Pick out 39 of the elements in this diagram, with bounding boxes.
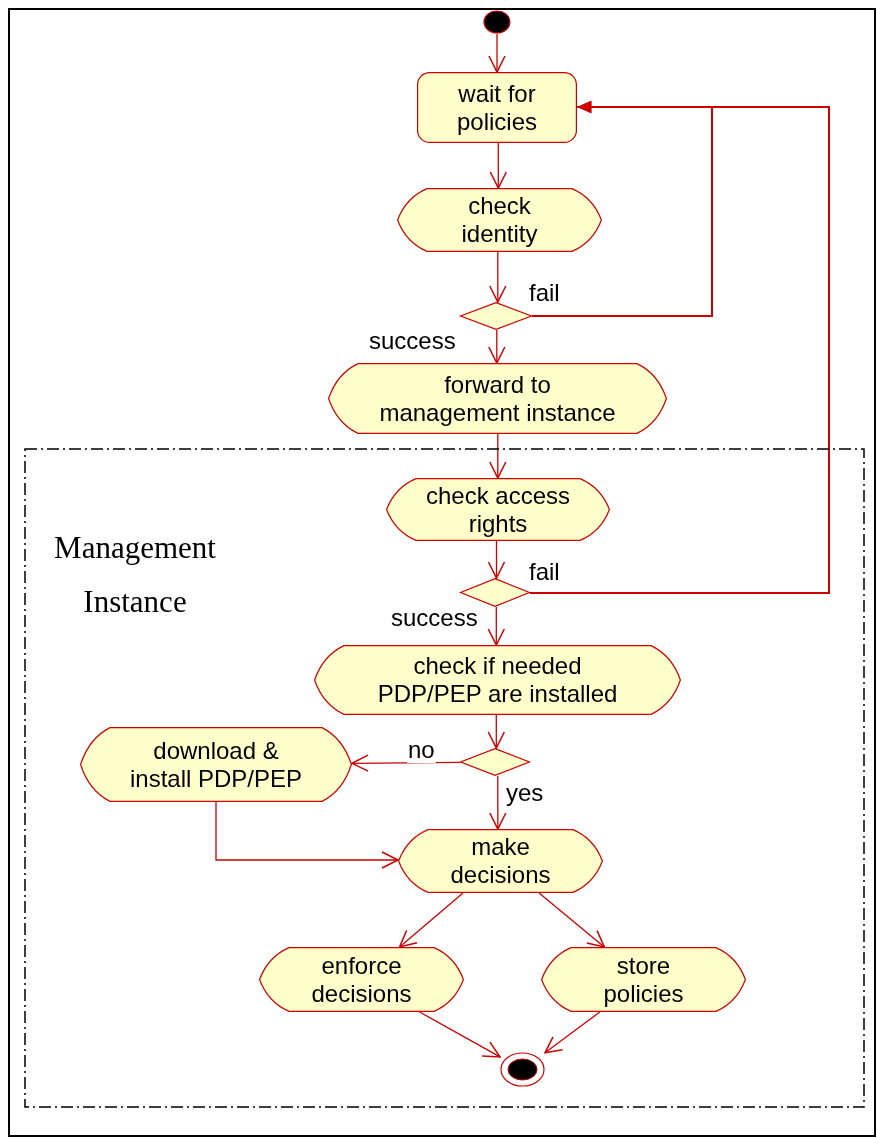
action-box — [417, 72, 577, 143]
arrow — [489, 775, 507, 830]
activity-box — [314, 645, 681, 715]
activity-box — [80, 727, 352, 802]
arrow — [488, 329, 506, 364]
decision-diamond — [460, 748, 530, 776]
activity-label: check identity — [460, 192, 539, 248]
arrow — [488, 33, 506, 73]
activity-label: forward to management instance — [378, 370, 617, 427]
arrow — [489, 251, 507, 303]
decision-diamond — [460, 578, 530, 607]
activity-box — [397, 188, 602, 252]
start-node — [483, 10, 511, 34]
arrow — [418, 1011, 501, 1058]
activity-label: store policies — [602, 951, 685, 1008]
activity-box — [328, 363, 667, 434]
arrow — [529, 100, 830, 594]
activity-box — [541, 947, 746, 1012]
activity-label: enforce decisions — [310, 951, 413, 1008]
decision-diamond — [460, 302, 532, 330]
region-title: Management Instance — [53, 529, 217, 621]
arrow — [487, 606, 506, 646]
end-node — [500, 1052, 545, 1087]
arrow — [489, 142, 508, 189]
activity-box — [259, 947, 464, 1012]
arrow — [544, 1011, 601, 1054]
activity-label: make decisions — [449, 833, 552, 889]
arrow — [215, 801, 399, 869]
activity-box — [398, 829, 603, 893]
activity-label: check access rights — [424, 481, 572, 538]
arrow — [487, 714, 506, 749]
activity-label: check if needed PDP/PEP are installed — [376, 652, 619, 708]
arrow — [538, 892, 606, 948]
arrow — [487, 540, 506, 579]
activity-box — [386, 478, 610, 541]
arrow — [489, 433, 507, 479]
activity-label: wait for policies — [455, 79, 538, 136]
arrow — [398, 892, 464, 948]
activity-label: download & install PDP/PEP — [128, 736, 304, 793]
